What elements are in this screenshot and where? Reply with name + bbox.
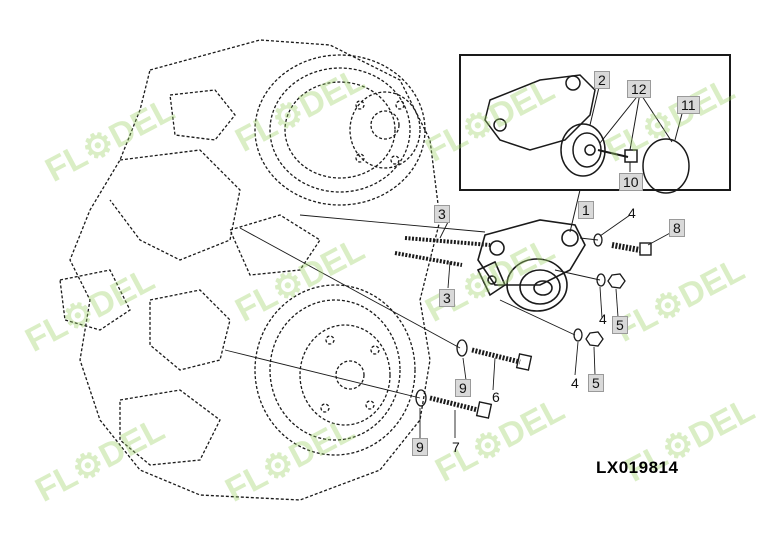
upper-pulley	[254, 54, 426, 206]
part-label-3-upper: 3	[434, 205, 450, 223]
part-label-12: 12	[627, 80, 651, 98]
part-label-10: 10	[619, 173, 643, 191]
part-label-3-lower: 3	[439, 289, 455, 307]
part-label-9-lower: 9	[412, 438, 428, 456]
drawing-id: LX019814	[596, 458, 679, 477]
part-label-4-lower: 4	[571, 375, 579, 391]
inset-tensioner	[484, 74, 690, 194]
part-label-8: 8	[669, 219, 685, 237]
part-label-11: 11	[677, 96, 700, 114]
part-label-6: 6	[492, 389, 500, 405]
part-label-5-middle: 5	[612, 316, 628, 334]
part-label-1: 1	[578, 201, 594, 219]
part-label-5-lower: 5	[588, 374, 604, 392]
part-label-7: 7	[452, 439, 460, 455]
part-label-4-middle: 4	[599, 311, 607, 327]
stud-bolts	[394, 236, 491, 267]
detail-inset-frame	[459, 54, 731, 191]
part-label-4-upper: 4	[628, 205, 636, 221]
leader-lines	[224, 214, 673, 438]
bolts	[429, 242, 652, 419]
belt-tensioner-assembly	[476, 219, 586, 312]
part-label-2: 2	[594, 71, 610, 89]
inset-leaders	[569, 82, 684, 233]
engine-block-outline	[59, 39, 441, 501]
part-label-9-upper: 9	[455, 379, 471, 397]
crankshaft-pulley	[254, 284, 416, 456]
